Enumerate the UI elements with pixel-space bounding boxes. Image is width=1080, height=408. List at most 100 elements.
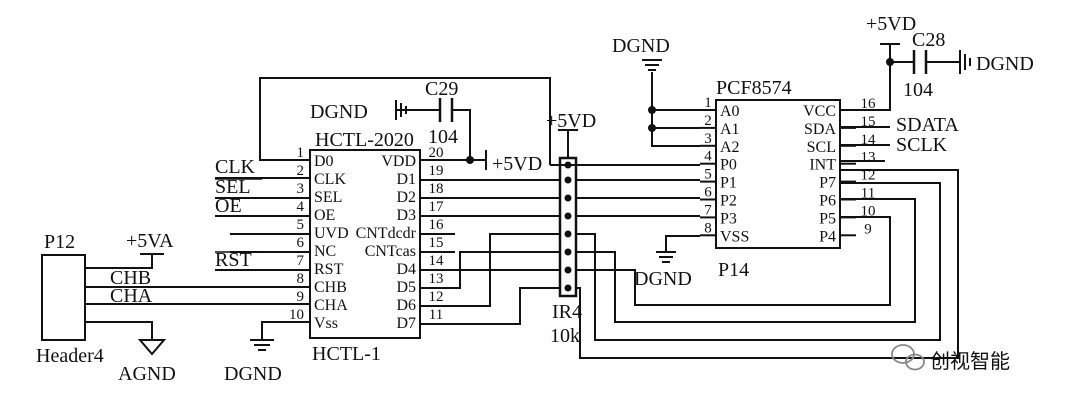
pcf-pin-name: P4 bbox=[819, 228, 836, 245]
pcf-pin-number: 15 bbox=[861, 114, 876, 130]
hctl-pin-number: 8 bbox=[297, 271, 305, 287]
hctl-pin-name: D3 bbox=[396, 207, 416, 224]
wire-a2 bbox=[651, 128, 700, 147]
header-body bbox=[41, 254, 86, 341]
junction-dot bbox=[886, 58, 894, 66]
net-label-sdata: SDATA bbox=[896, 114, 959, 136]
hctl-body bbox=[309, 149, 421, 339]
hctl-pin-name: CNTcas bbox=[365, 243, 416, 260]
resistor-body bbox=[558, 156, 578, 298]
hctl-pin-number: 1 bbox=[297, 145, 305, 161]
hctl-pin-number: 14 bbox=[429, 253, 445, 269]
hctl-pin-number: 7 bbox=[297, 253, 305, 269]
pcf-pin-name: P1 bbox=[720, 175, 737, 192]
hctl-pin-number: 16 bbox=[429, 217, 445, 233]
plus5vd-label: +5VD bbox=[546, 110, 596, 132]
hctl-pin-number: 3 bbox=[297, 181, 305, 197]
resistor-pin bbox=[564, 176, 572, 184]
resistor-pin bbox=[564, 194, 572, 202]
hctl-pin-name: OE bbox=[314, 207, 335, 224]
wire-d0-loop bbox=[259, 77, 551, 165]
hctl-pin-number: 19 bbox=[429, 163, 444, 179]
net-label-oe: OE bbox=[215, 195, 242, 217]
pcf-pin-number: 6 bbox=[704, 185, 712, 201]
net-label-clk: CLK bbox=[215, 156, 256, 178]
pcf-pin-name: INT bbox=[809, 157, 836, 174]
dgnd-label: DGND bbox=[976, 53, 1034, 75]
plus5vd-label: +5VD bbox=[492, 153, 542, 175]
wechat-icon bbox=[891, 344, 925, 371]
hctl-right-pins: 20VDD19D118D217D316CNTdcdr15CNTcas14D413… bbox=[356, 145, 444, 332]
pcf-pin-number: 8 bbox=[704, 220, 712, 236]
hctl-pin-number: 13 bbox=[429, 271, 444, 287]
agnd-label: AGND bbox=[118, 363, 176, 385]
hctl-pin-number: 2 bbox=[297, 163, 305, 179]
pcf-pin-name: P7 bbox=[819, 175, 836, 192]
hctl-pin-name: D6 bbox=[396, 297, 416, 314]
dgnd-label: DGND bbox=[612, 35, 670, 57]
hctl-ref-label: HCTL-1 bbox=[312, 343, 381, 365]
hctl-pin-name: VDD bbox=[381, 153, 416, 170]
net-label-rst: RST bbox=[215, 249, 252, 271]
header-ref-label: P12 bbox=[44, 231, 75, 253]
c28-value-label: 104 bbox=[903, 79, 933, 101]
pcf-pin-name: P3 bbox=[720, 210, 737, 227]
header-p12: P12 Header4 CHB CHA bbox=[36, 231, 153, 367]
pcf-pin-name: SCL bbox=[807, 139, 836, 156]
hctl-pin-number: 15 bbox=[429, 235, 444, 251]
plus5vd-label: +5VD bbox=[866, 13, 916, 35]
hctl-pin-number: 18 bbox=[429, 181, 444, 197]
resistor-pin bbox=[564, 248, 572, 256]
dgnd-label: DGND bbox=[224, 363, 282, 385]
hctl-pin-name: UVD bbox=[314, 225, 349, 242]
hctl-pin-number: 12 bbox=[429, 289, 444, 305]
wire-vss bbox=[665, 235, 700, 252]
power-symbols bbox=[137, 43, 971, 356]
hctl-pin-name: CHB bbox=[314, 279, 347, 296]
c29-ref-label: C29 bbox=[425, 78, 458, 100]
hctl-pin-number: 10 bbox=[289, 307, 304, 323]
pcf-pin-number: 11 bbox=[861, 186, 875, 202]
wire-p6 bbox=[576, 216, 891, 306]
resistor-pin bbox=[564, 161, 572, 169]
resistor-ref-label: IR4 bbox=[552, 301, 582, 323]
junction-dot bbox=[648, 124, 656, 132]
pcf-pin-name: SDA bbox=[804, 121, 836, 138]
net-label-sel: SEL bbox=[215, 176, 251, 198]
junctions bbox=[466, 58, 894, 164]
pcf-pin-name: P0 bbox=[720, 157, 737, 174]
hctl-pin-number: 6 bbox=[297, 235, 305, 251]
hctl-pin-number: 17 bbox=[429, 199, 445, 215]
net-label-sclk: SCLK bbox=[896, 134, 948, 156]
wire-p4 bbox=[576, 182, 941, 341]
plus5va-label: +5VA bbox=[126, 230, 174, 252]
hctl-pin-name: CLK bbox=[314, 171, 346, 188]
pcf-pin-number: 9 bbox=[864, 221, 872, 237]
pcf-pin-number: 12 bbox=[861, 168, 876, 184]
hctl-part-label: HCTL-2020 bbox=[315, 129, 414, 151]
pcf-pin-number: 7 bbox=[704, 202, 712, 218]
net-label-chb: CHB bbox=[110, 267, 151, 289]
pcf-pin-name: P2 bbox=[720, 193, 737, 210]
wire-p5 bbox=[576, 198, 916, 323]
wire-d7 bbox=[420, 287, 560, 325]
hctl-pin-number: 5 bbox=[297, 217, 305, 233]
pcf-body bbox=[715, 99, 841, 249]
wire-vss-hctl bbox=[261, 321, 310, 340]
hctl-pin-name: D1 bbox=[396, 171, 416, 188]
watermark-text: 创视智能 bbox=[930, 350, 1010, 373]
wire-header-agnd bbox=[85, 321, 153, 340]
hctl-pin-name: D5 bbox=[396, 279, 416, 296]
pcf-pin-number: 4 bbox=[704, 149, 712, 165]
hctl-pin-name: NC bbox=[314, 243, 336, 260]
pcf-pin-name: P5 bbox=[819, 210, 836, 227]
net-label-cha: CHA bbox=[110, 285, 153, 307]
resistor-pin bbox=[564, 212, 572, 220]
pcf-pin-number: 1 bbox=[704, 95, 712, 111]
pcf-pin-number: 5 bbox=[704, 167, 712, 183]
